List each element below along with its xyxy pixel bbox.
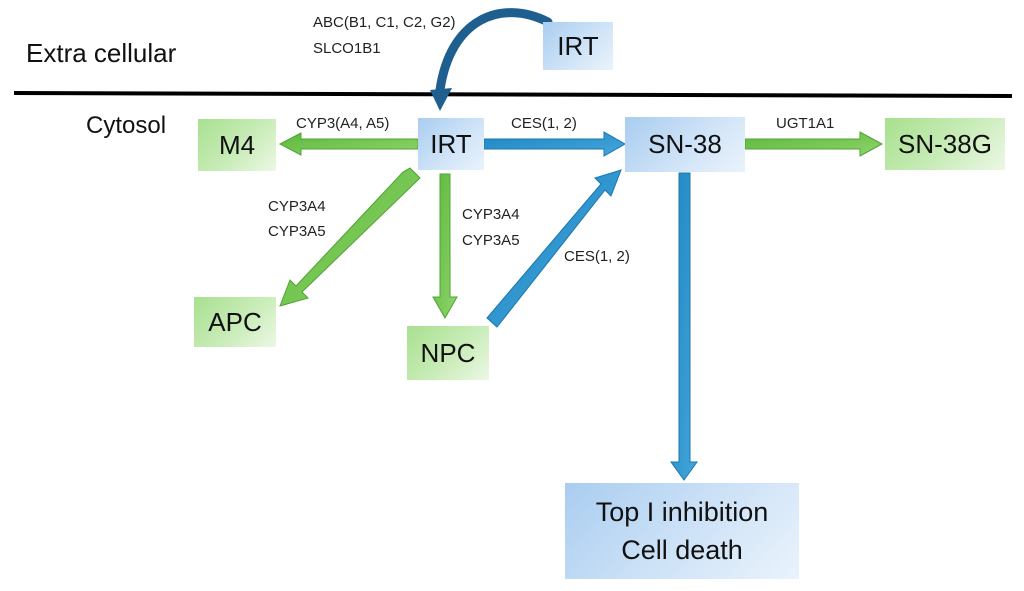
node-top1-inhibition: Top I inhibition Cell death (565, 483, 799, 579)
enzyme-sn38-to-sn38g: UGT1A1 (776, 115, 835, 132)
enzyme-irt-to-apc-line1: CYP3A4 (268, 198, 326, 215)
arrow-sn38-to-sn38g (744, 131, 884, 157)
cytosol-label: Cytosol (86, 112, 167, 139)
node-npc: NPC (407, 326, 489, 380)
top1-line2: Cell death (621, 535, 743, 565)
cell-membrane-line (13, 91, 1013, 98)
node-sn38g: SN-38G (885, 118, 1005, 170)
arrow-irt-to-sn38 (483, 131, 627, 157)
enzyme-irt-to-sn38: CES(1, 2) (511, 115, 577, 132)
enzyme-irt-to-npc-line2: CYP3A5 (462, 232, 520, 249)
arrow-irt-to-m4 (278, 132, 419, 156)
arrow-irt-to-apc (279, 167, 421, 307)
arrow-irt-to-npc (432, 173, 458, 320)
uptake-curve-arrow (435, 8, 553, 95)
arrow-npc-to-sn38 (486, 169, 622, 328)
transporter-label-abc: ABC(B1, C1, C2, G2) (313, 14, 456, 31)
node-irt-cytosol: IRT (418, 118, 484, 170)
enzyme-irt-to-m4: CYP3(A4, A5) (296, 115, 390, 132)
node-m4: M4 (198, 119, 276, 171)
arrow-sn38-to-top1 (670, 172, 698, 481)
enzyme-npc-to-sn38: CES(1, 2) (564, 248, 630, 265)
node-irt-extracellular: IRT (543, 22, 613, 70)
enzyme-irt-to-apc-line2: CYP3A5 (268, 223, 326, 240)
node-sn38: SN-38 (625, 117, 745, 172)
uptake-curve-arrowhead (430, 88, 452, 111)
node-apc: APC (194, 297, 276, 347)
transporter-label-slco: SLCO1B1 (313, 40, 381, 57)
enzyme-irt-to-npc-line1: CYP3A4 (462, 206, 520, 223)
extracellular-label: Extra cellular (26, 38, 177, 68)
top1-line1: Top I inhibition (595, 497, 769, 527)
